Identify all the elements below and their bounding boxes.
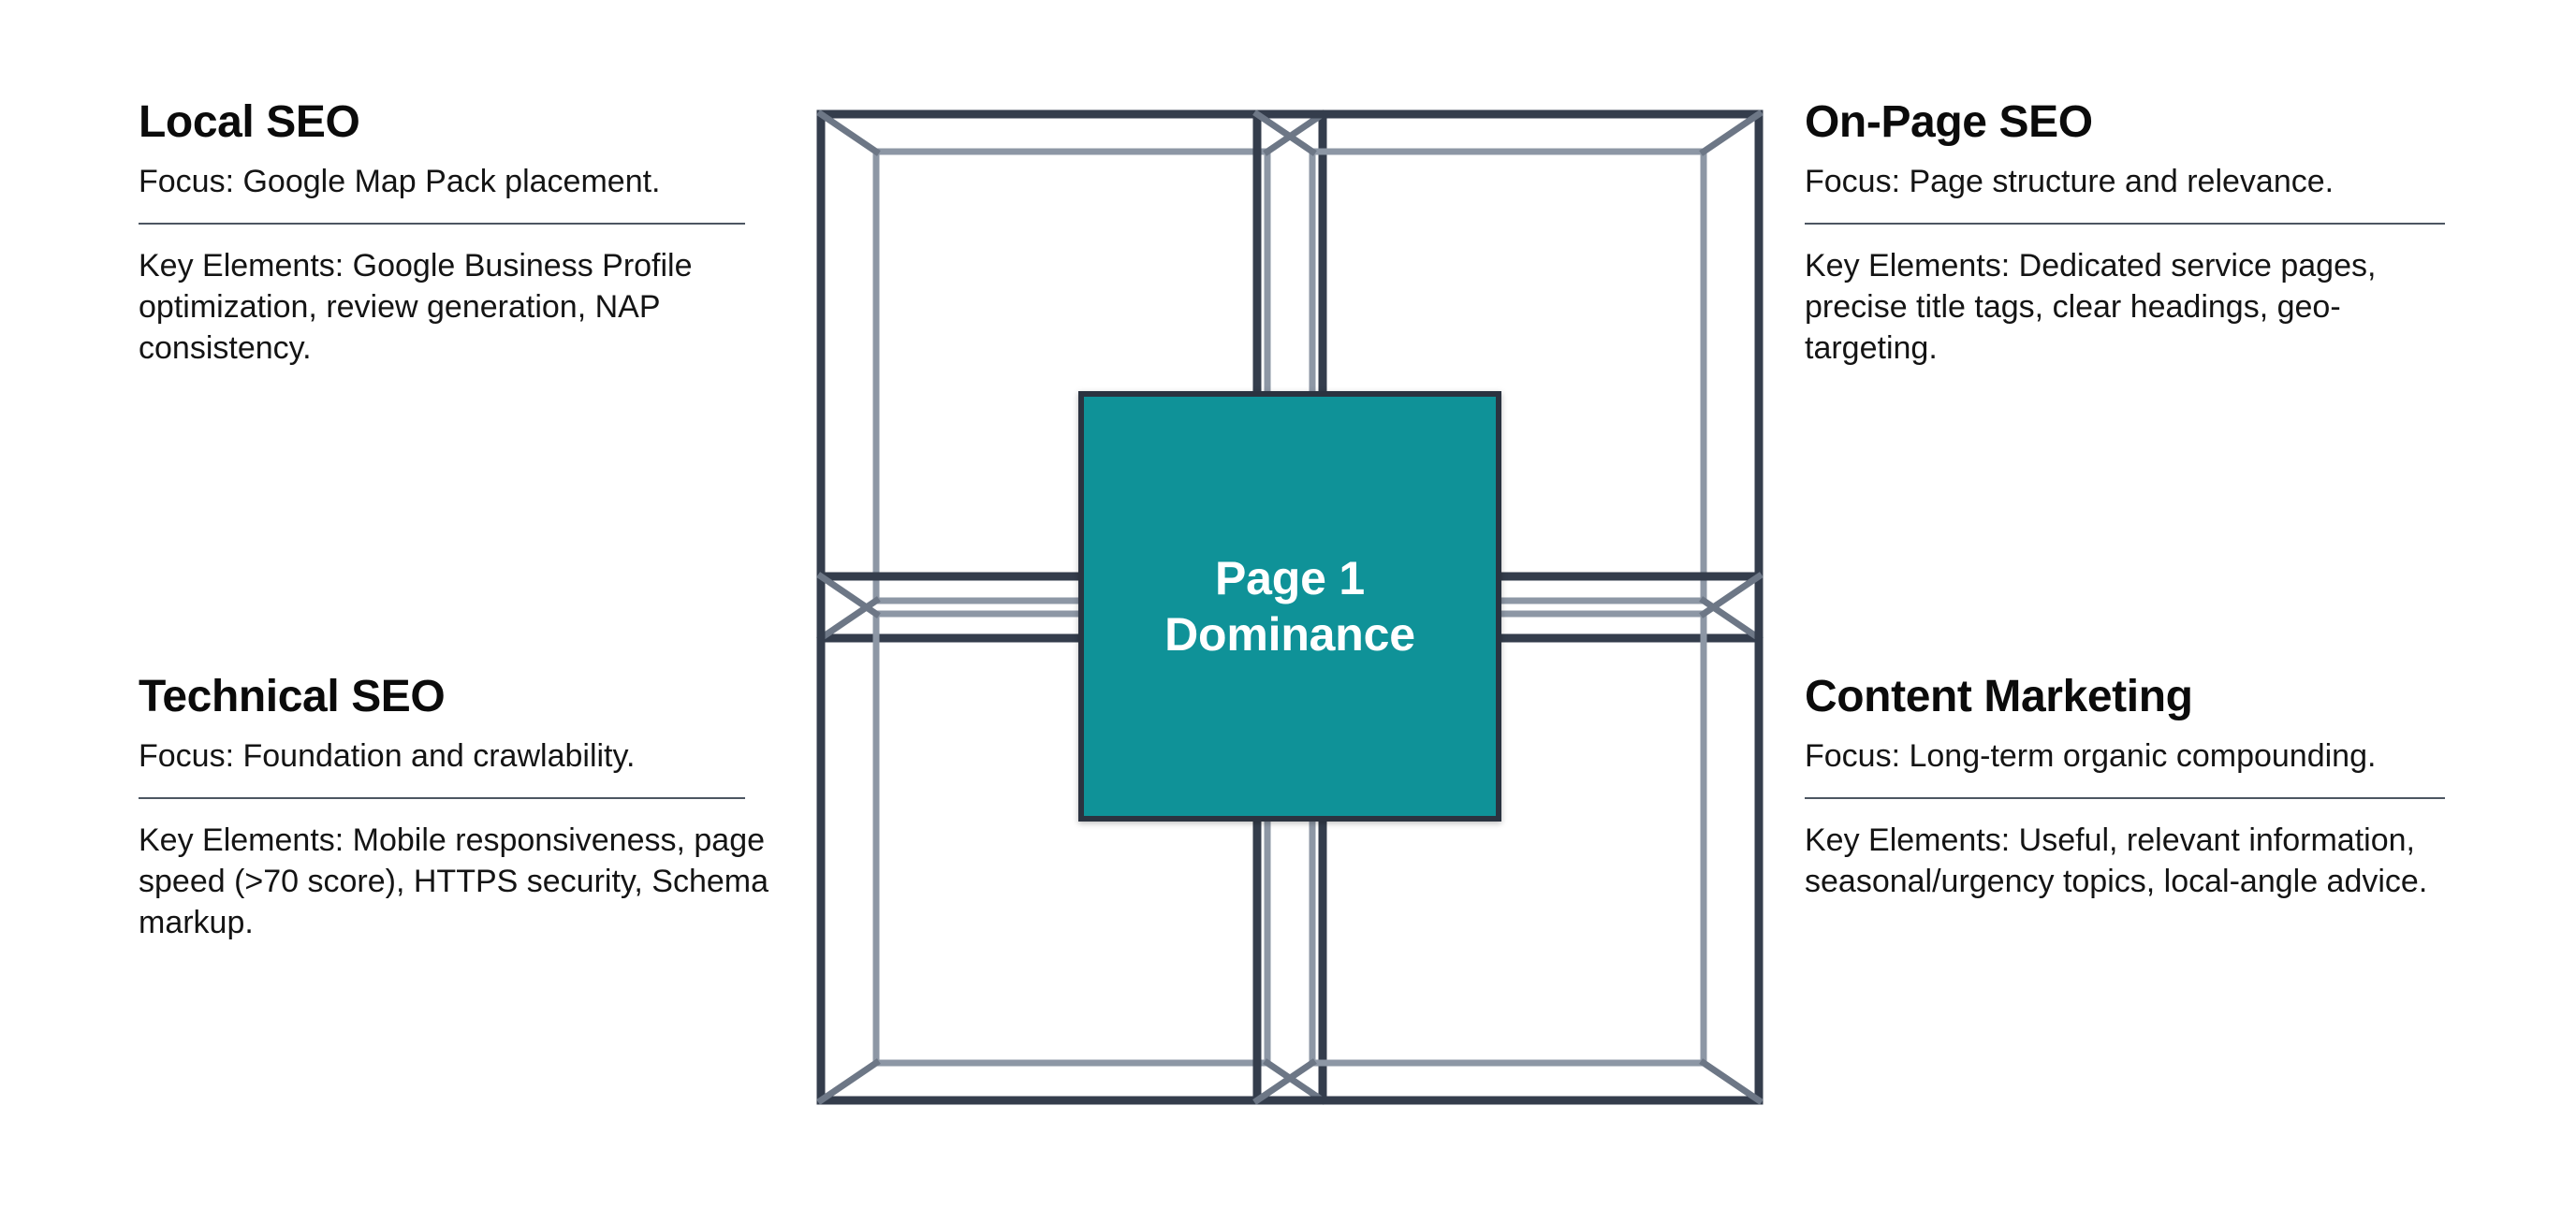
panel-focus-local-seo: Focus: Google Map Pack placement. <box>139 163 661 199</box>
panel-divider-on-page-seo <box>1805 222 2445 225</box>
panel-elements-local-seo: Key Elements: Google Business Profile op… <box>139 247 693 367</box>
center-hub-line-2: Dominance <box>1164 608 1415 661</box>
panel-elements-technical-seo: Key Elements: Mobile responsiveness, pag… <box>139 822 769 941</box>
center-hub-card: Page 1 Dominance <box>1078 391 1501 822</box>
quadrant-box-top-right <box>1252 109 1764 643</box>
panel-focus-technical-seo: Focus: Foundation and crawlability. <box>139 737 636 774</box>
panel-title-content-marketing: Content Marketing <box>1805 672 2193 721</box>
panel-elements-content-marketing: Key Elements: Useful, relevant informati… <box>1805 822 2428 900</box>
panel-title-technical-seo: Technical SEO <box>139 672 446 721</box>
panel-title-on-page-seo: On-Page SEO <box>1805 97 2093 147</box>
quadrant-panel-content-marketing: Content Marketing Focus: Long-term organ… <box>1805 672 2445 902</box>
quadrant-panel-technical-seo: Technical SEO Focus: Foundation and craw… <box>139 672 779 944</box>
panel-divider-content-marketing <box>1805 796 2445 799</box>
panel-elements-on-page-seo: Key Elements: Dedicated service pages, p… <box>1805 247 2377 367</box>
panel-focus-content-marketing: Focus: Long-term organic compounding. <box>1805 737 2377 774</box>
quadrant-panel-on-page-seo: On-Page SEO Focus: Page structure and re… <box>1805 97 2445 370</box>
panel-title-local-seo: Local SEO <box>139 97 360 147</box>
panel-divider-local-seo <box>139 222 745 225</box>
panel-focus-on-page-seo: Focus: Page structure and relevance. <box>1805 163 2334 199</box>
panel-divider-technical-seo <box>139 796 745 799</box>
center-hub-line-1: Page 1 <box>1214 552 1365 604</box>
quadrant-panel-local-seo: Local SEO Focus: Google Map Pack placeme… <box>139 97 779 370</box>
